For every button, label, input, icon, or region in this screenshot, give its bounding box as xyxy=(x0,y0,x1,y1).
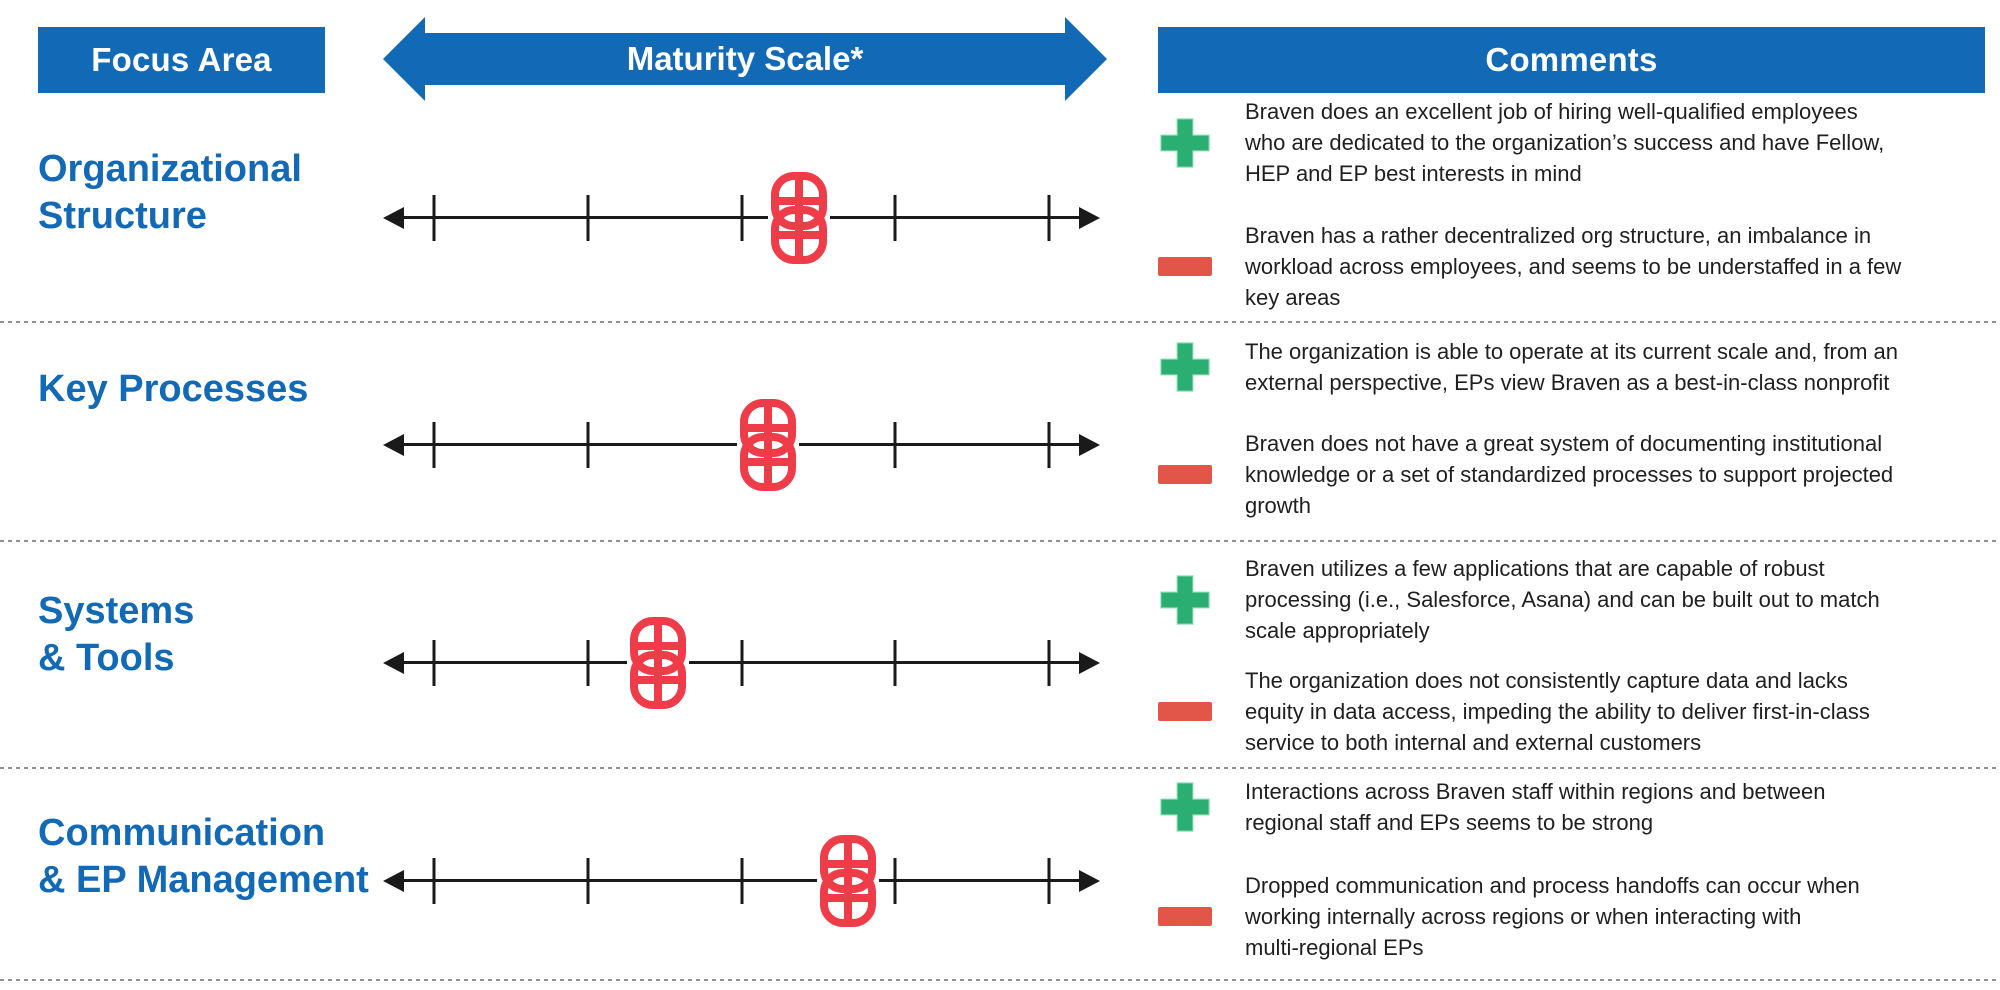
maturity-scale-row-3 xyxy=(383,615,1100,711)
comment-text: The organization is able to operate at i… xyxy=(1245,339,1899,395)
focus-area-header-label: Focus Area xyxy=(91,41,272,78)
focus-area-label: Communication & EP Management xyxy=(38,812,369,901)
minus-icon xyxy=(1158,702,1212,721)
row-key-processes: Key Processes The organization is able t… xyxy=(0,322,2000,541)
comment-text: The organization does not consistently c… xyxy=(1245,668,1870,755)
scale-tick xyxy=(1047,858,1051,904)
focus-area-label: Organizational Structure xyxy=(38,148,302,237)
scale-tick xyxy=(432,422,436,468)
plus-icon xyxy=(1160,574,1210,625)
maturity-scale-row-4 xyxy=(383,833,1100,929)
comment-text: Braven does not have a great system of d… xyxy=(1245,431,1894,518)
comment-negative: Braven does not have a great system of d… xyxy=(1158,428,1990,521)
comment-negative: Dropped communication and process handof… xyxy=(1158,870,1990,963)
minus-icon xyxy=(1158,907,1212,926)
comment-negative: The organization does not consistently c… xyxy=(1158,665,1990,758)
scale-tick xyxy=(432,640,436,686)
scale-tick xyxy=(586,640,590,686)
maturity-scale-row-1 xyxy=(383,170,1100,266)
row-systems-tools: Systems & Tools Braven utilizes a few ap… xyxy=(0,541,2000,768)
minus-icon xyxy=(1158,465,1212,484)
comment-positive: Interactions across Braven staff within … xyxy=(1158,776,1990,838)
scale-tick xyxy=(432,858,436,904)
interlocked-rings-marker-icon xyxy=(767,170,831,266)
row-divider xyxy=(0,321,2000,323)
comment-text: Dropped communication and process handof… xyxy=(1245,873,1860,960)
scale-left-arrow-icon xyxy=(383,870,404,892)
row-organizational-structure: Organizational Structure Braven does an … xyxy=(0,99,2000,322)
maturity-scale-header-arrow: Maturity Scale* xyxy=(383,17,1107,101)
comment-positive: The organization is able to operate at i… xyxy=(1158,336,1990,398)
scale-tick xyxy=(740,858,743,904)
comment-text: Braven utilizes a few applications that … xyxy=(1245,556,1880,643)
plus-icon xyxy=(1160,342,1210,392)
scale-right-arrow-icon xyxy=(1079,207,1100,229)
scale-tick xyxy=(432,195,436,241)
scale-tick xyxy=(893,195,897,241)
scale-left-arrow-icon xyxy=(383,652,404,674)
comments-header: Comments xyxy=(1158,27,1985,93)
row-communication-ep-management: Communication & EP Management Interactio… xyxy=(0,768,2000,981)
interlocked-rings-marker-icon xyxy=(626,615,690,711)
scale-right-arrow-icon xyxy=(1079,652,1100,674)
minus-icon xyxy=(1158,257,1212,276)
maturity-scale-row-2 xyxy=(383,397,1100,493)
scale-right-arrow-icon xyxy=(1079,434,1100,456)
scale-left-arrow-icon xyxy=(383,434,404,456)
scale-tick xyxy=(893,640,897,686)
comment-positive: Braven does an excellent job of hiring w… xyxy=(1158,96,1990,189)
interlocked-rings-marker-icon xyxy=(736,397,800,493)
focus-area-header: Focus Area xyxy=(38,27,325,93)
plus-icon xyxy=(1160,782,1210,832)
comment-negative: Braven has a rather decentralized org st… xyxy=(1158,220,1990,313)
interlocked-rings-marker-icon xyxy=(816,833,880,929)
scale-tick xyxy=(586,858,590,904)
comments-header-label: Comments xyxy=(1485,41,1658,78)
focus-area-label: Systems & Tools xyxy=(38,590,195,679)
maturity-scale-header-label: Maturity Scale* xyxy=(626,40,864,77)
scale-tick xyxy=(1047,640,1051,686)
row-divider xyxy=(0,767,2000,769)
scale-tick xyxy=(740,195,743,241)
scale-tick xyxy=(1047,422,1051,468)
row-divider xyxy=(0,979,2000,981)
scale-tick xyxy=(586,422,590,468)
focus-area-label: Key Processes xyxy=(38,368,309,410)
scale-tick xyxy=(893,858,897,904)
scale-tick xyxy=(586,195,590,241)
scale-right-arrow-icon xyxy=(1079,870,1100,892)
scale-tick xyxy=(740,640,743,686)
comment-text: Braven does an excellent job of hiring w… xyxy=(1245,99,1885,186)
plus-icon xyxy=(1160,117,1210,168)
scale-tick xyxy=(1047,195,1051,241)
scale-tick xyxy=(893,422,897,468)
scale-left-arrow-icon xyxy=(383,207,404,229)
comment-positive: Braven utilizes a few applications that … xyxy=(1158,553,1990,646)
comment-text: Braven has a rather decentralized org st… xyxy=(1245,223,1902,310)
comment-text: Interactions across Braven staff within … xyxy=(1245,779,1826,835)
row-divider xyxy=(0,540,2000,542)
